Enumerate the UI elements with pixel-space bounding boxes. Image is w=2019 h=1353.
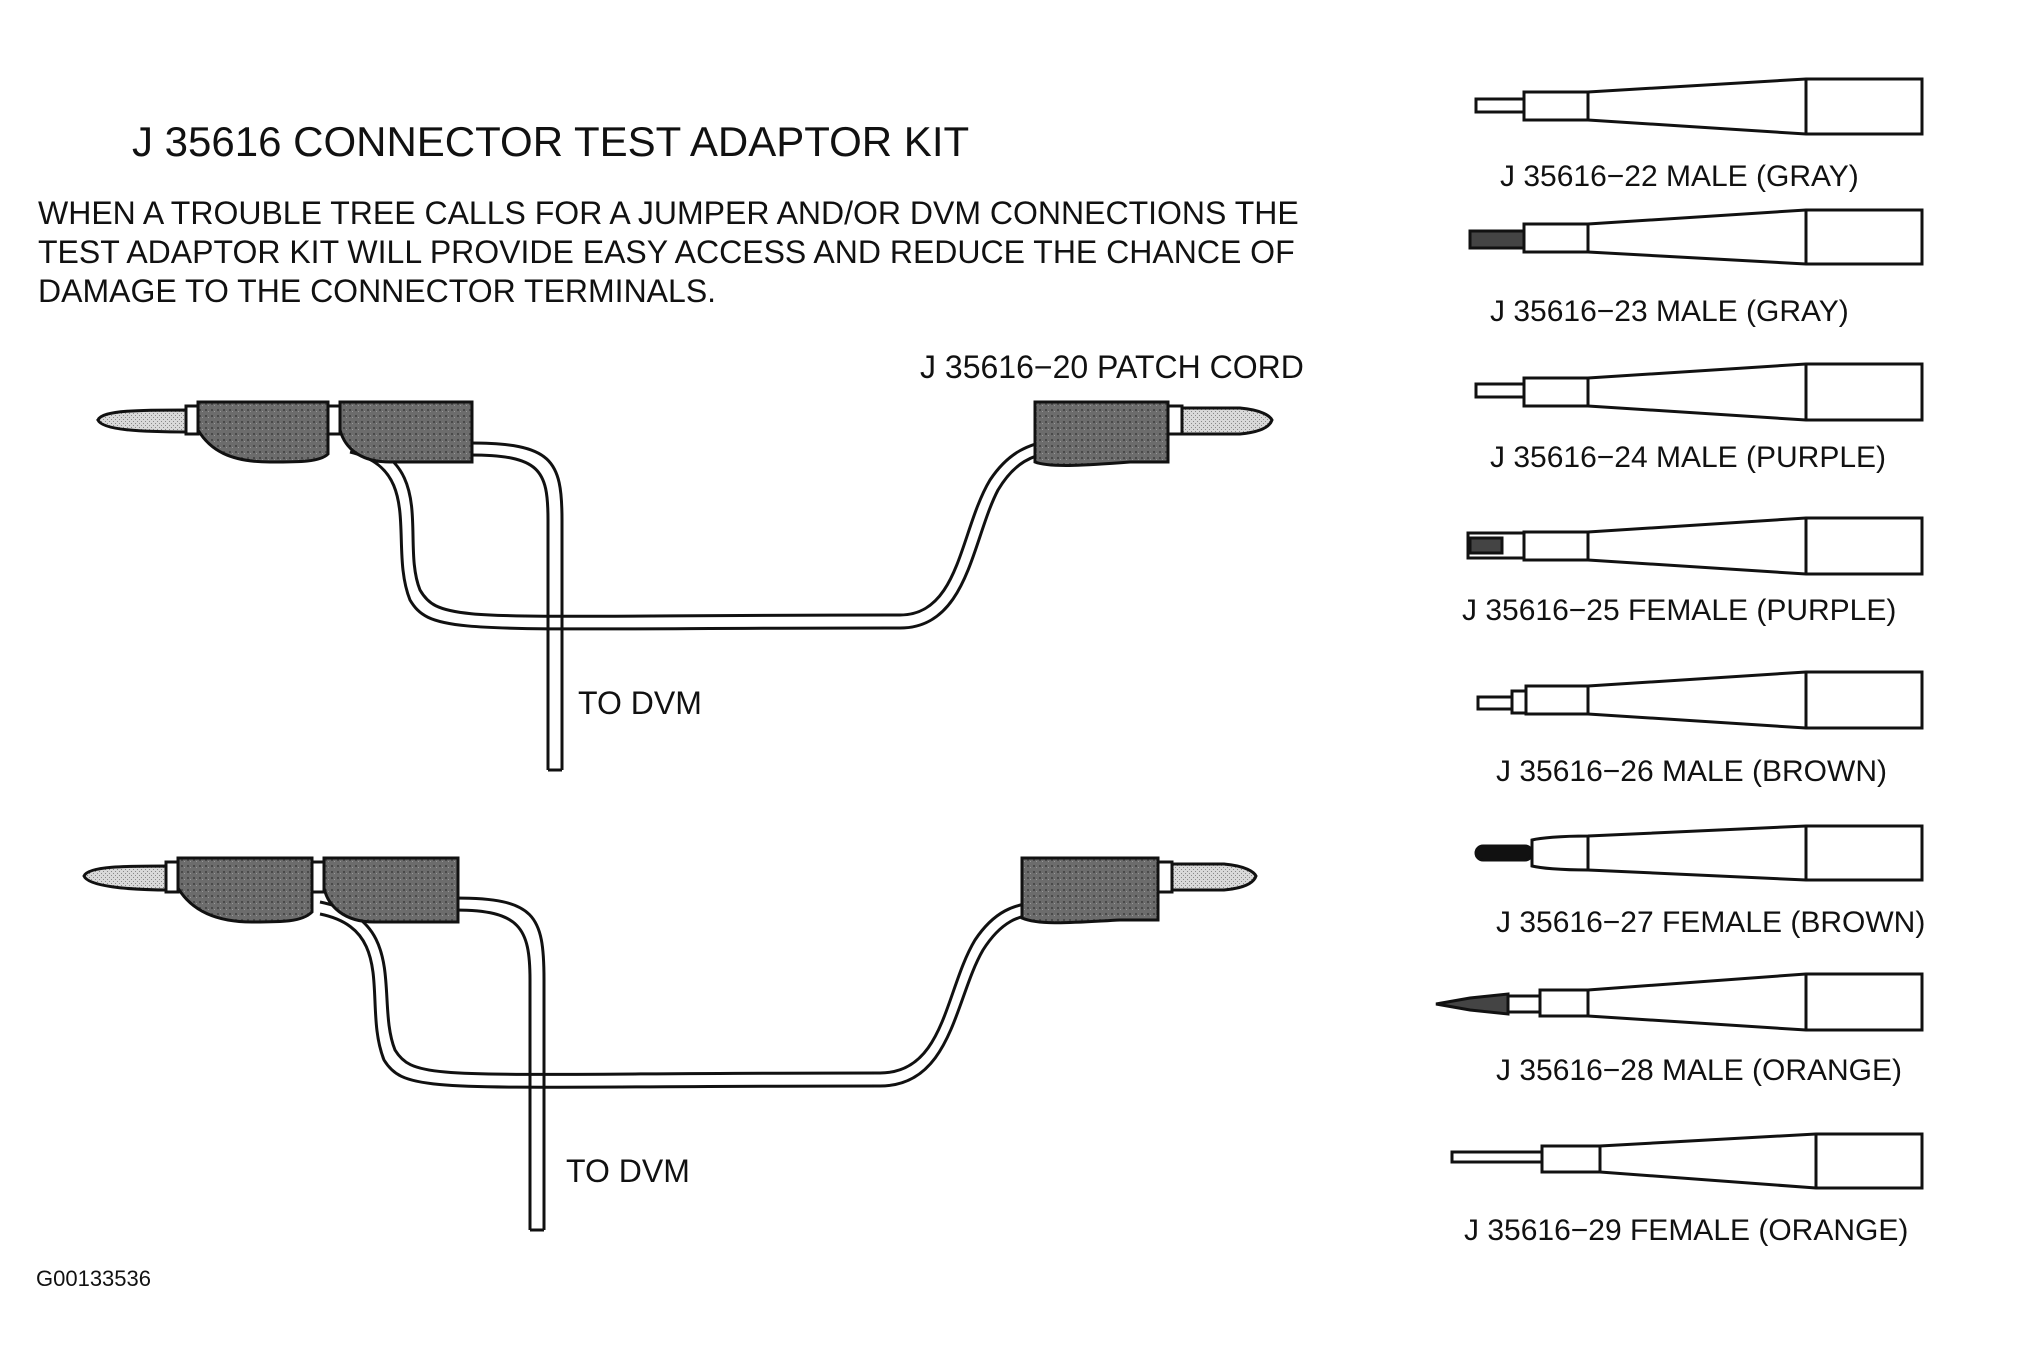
adaptor-label-27: J 35616−27 FEMALE (BROWN) bbox=[1496, 906, 1925, 939]
adaptor-label-26: J 35616−26 MALE (BROWN) bbox=[1496, 755, 1887, 788]
figure-id: G00133536 bbox=[36, 1266, 151, 1291]
patch-cord-label: J 35616−20 PATCH CORD bbox=[920, 349, 1304, 385]
adaptor-29 bbox=[1450, 1132, 1924, 1190]
adaptor-26 bbox=[1476, 670, 1924, 730]
description-line-2: TEST ADAPTOR KIT WILL PROVIDE EASY ACCES… bbox=[38, 234, 1295, 270]
adaptor-28 bbox=[1435, 972, 1924, 1032]
adaptor-27 bbox=[1474, 824, 1924, 882]
adaptor-22 bbox=[1474, 77, 1924, 136]
cable bbox=[349, 438, 1051, 631]
dvm-label-bottom: TO DVM bbox=[566, 1153, 690, 1189]
banana-plug-left-bottom bbox=[82, 856, 314, 924]
page-title: J 35616 CONNECTOR TEST ADAPTOR KIT bbox=[132, 118, 969, 165]
dvm-lead bbox=[454, 896, 546, 1232]
adaptor-list: J 35616−22 MALE (GRAY) J 35616−23 MALE (… bbox=[1435, 77, 1925, 1247]
banana-plug-left-stacked-top bbox=[326, 400, 474, 464]
patch-cord-top bbox=[349, 438, 1051, 772]
cable bbox=[319, 900, 1036, 1089]
adaptor-24 bbox=[1474, 362, 1924, 422]
adaptor-25 bbox=[1466, 516, 1924, 576]
adaptor-label-22: J 35616−22 MALE (GRAY) bbox=[1500, 160, 1859, 193]
adaptor-label-28: J 35616−28 MALE (ORANGE) bbox=[1496, 1054, 1902, 1087]
adaptor-label-24: J 35616−24 MALE (PURPLE) bbox=[1490, 441, 1886, 474]
dvm-lead bbox=[469, 441, 564, 772]
adaptor-label-23: J 35616−23 MALE (GRAY) bbox=[1490, 295, 1849, 328]
banana-plug-left-stacked-bottom bbox=[310, 856, 460, 924]
patch-cord-bottom bbox=[319, 896, 1036, 1232]
dvm-label-top: TO DVM bbox=[578, 685, 702, 721]
banana-plug-right-top bbox=[1033, 400, 1274, 467]
banana-plug-right-bottom bbox=[1020, 856, 1258, 925]
adaptor-label-25: J 35616−25 FEMALE (PURPLE) bbox=[1462, 594, 1896, 627]
adaptor-23 bbox=[1468, 208, 1924, 266]
banana-plug-left-top bbox=[96, 400, 330, 464]
adaptor-label-29: J 35616−29 FEMALE (ORANGE) bbox=[1464, 1214, 1908, 1247]
description-line-3: DAMAGE TO THE CONNECTOR TERMINALS. bbox=[38, 273, 716, 309]
description-line-1: WHEN A TROUBLE TREE CALLS FOR A JUMPER A… bbox=[38, 195, 1299, 231]
